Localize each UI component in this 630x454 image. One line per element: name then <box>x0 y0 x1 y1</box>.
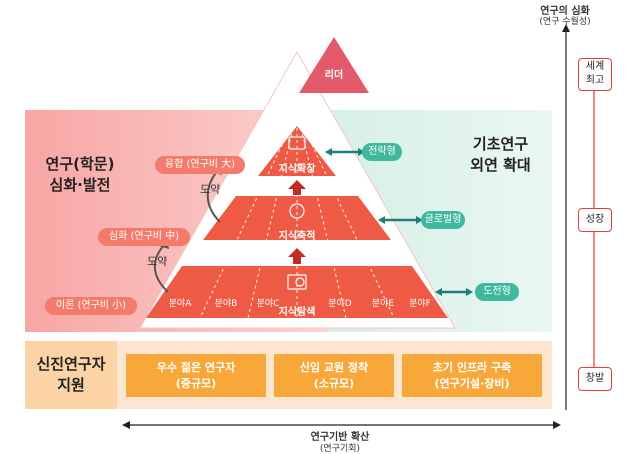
stage-1-line2: 최고 <box>585 75 605 86</box>
stage-growth: 성장 <box>578 208 612 232</box>
deepening-title-line1: 연구(학문) <box>45 155 115 173</box>
stage-emergence: 창발 <box>578 367 612 391</box>
support-box-new-faculty: 신임 교원 정착 (소규모) <box>274 354 394 397</box>
pill-deepening: 심화 (연구비 中) <box>98 228 190 246</box>
layer-label-accumulate: 지식축적 <box>278 231 316 242</box>
horizontal-axis-subtitle: (연구기회) <box>319 444 361 454</box>
up-arrow-2 <box>288 248 306 264</box>
leap-label-1: 도약 <box>200 183 221 196</box>
support-title-line2: 지원 <box>57 376 85 394</box>
field-label-c: 분야C <box>256 299 280 309</box>
expansion-title-line1: 기초연구 <box>472 135 529 153</box>
pill-strategic: 전략형 <box>362 143 402 161</box>
support-box-2-line1: 신임 교원 정착 <box>299 360 369 374</box>
expansion-title: 기초연구 외연 확대 <box>453 134 548 176</box>
pill-global: 글로벌형 <box>421 211 465 229</box>
support-box-1-line2: (중규모) <box>175 376 217 390</box>
stage-2-label: 성장 <box>585 214 605 225</box>
support-box-young-researcher: 우수 젊은 연구자 (중규모) <box>126 354 266 397</box>
pill-theory: 이론 (연구비 小) <box>45 297 137 315</box>
support-title-line1: 신진연구자 <box>36 355 106 373</box>
team-icon <box>288 136 306 150</box>
field-label-b: 분야B <box>214 299 238 309</box>
leap-arrow-2 <box>153 243 169 293</box>
layer-label-expand: 지식확장 <box>278 164 316 175</box>
field-label-f: 분야F <box>409 299 431 309</box>
apex-label: 리더 <box>324 70 344 81</box>
link-arrows <box>330 150 468 294</box>
pill-challenge: 도전형 <box>475 283 519 301</box>
layer-icons <box>287 136 307 290</box>
stage-1-line1: 세계 <box>585 61 605 72</box>
pill-convergence: 융합 (연구비 大) <box>155 156 245 174</box>
support-box-3-line2: (연구기설·장비) <box>434 376 510 390</box>
support-box-2-line2: (소규모) <box>313 376 355 390</box>
up-arrow-1 <box>288 180 306 195</box>
deepening-title-line2: 심화·발전 <box>49 176 111 194</box>
vertical-axis-title: 연구의 심화 <box>540 6 590 17</box>
expansion-title-line2: 외연 확대 <box>470 156 531 174</box>
search-doc-icon <box>287 274 307 290</box>
stage-3-label: 창발 <box>585 373 605 384</box>
support-box-1-line1: 우수 젊은 연구자 <box>156 360 236 374</box>
pyramid-apex <box>299 37 369 93</box>
leap-arrow-1 <box>206 169 221 223</box>
horizontal-axis-title: 연구기반 확산 <box>310 432 370 443</box>
field-label-a: 분야A <box>168 299 192 309</box>
brain-icon <box>289 203 305 219</box>
layer-label-explore: 지식탐색 <box>278 307 316 318</box>
field-label-d: 분야D <box>328 299 352 309</box>
field-label-e: 분야E <box>371 299 395 309</box>
support-box-3-line1: 초기 인프라 구축 <box>432 360 512 374</box>
field-dividers <box>199 127 395 319</box>
stage-world-best: 세계 최고 <box>578 58 612 91</box>
layer-top <box>258 126 336 176</box>
support-title: 신진연구자 지원 <box>25 341 117 409</box>
support-box-infrastructure: 초기 인프라 구축 (연구기설·장비) <box>402 354 542 397</box>
deepening-title: 연구(학문) 심화·발전 <box>34 154 126 196</box>
vertical-axis-subtitle: (연구 수월성) <box>539 17 591 27</box>
leap-label-2: 도약 <box>147 255 168 268</box>
